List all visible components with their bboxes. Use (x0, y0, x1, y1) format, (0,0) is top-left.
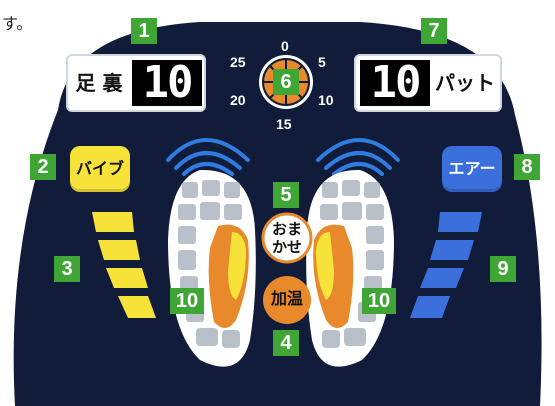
corner-caption-text: す。 (2, 14, 33, 33)
heat-button[interactable]: 加温 (263, 276, 311, 324)
heat-label: 加温 (270, 289, 303, 308)
callout-tag-8: 8 (514, 154, 540, 180)
vibration-wave-icon (166, 138, 250, 176)
dial-label-15: 15 (276, 116, 292, 132)
heat-button-shape (263, 276, 311, 324)
right-foot-icon (306, 169, 394, 367)
callout-tag-5: 5 (273, 182, 299, 208)
dial-label-0: 0 (281, 38, 289, 54)
callout-tag-10-left: 10 (170, 288, 204, 314)
pad-label: パット (435, 71, 495, 95)
callout-tag-1: 1 (131, 18, 157, 44)
callout-tag-6: 6 (273, 69, 299, 95)
vibe-button[interactable]: バイブ (70, 146, 130, 192)
callout-tag-7: 7 (421, 18, 447, 44)
pad-level-readout: 10 (360, 60, 430, 106)
omakase-label-line1: おま (271, 220, 302, 238)
omakase-label-line2: かせ (271, 238, 302, 256)
dial-label-5: 5 (318, 54, 326, 70)
callout-tag-4: 4 (273, 330, 299, 356)
right-display-panel: 10 パット (354, 54, 502, 112)
dial-label-20: 20 (230, 92, 246, 108)
callout-tag-9: 9 (490, 256, 516, 282)
omakase-button[interactable]: おま かせ (263, 214, 311, 262)
left-display-panel: 足 裏 10 (66, 54, 206, 112)
sole-level-readout: 10 (132, 60, 202, 106)
sole-label: 足 裏 (75, 71, 123, 95)
air-level-bars (410, 212, 482, 318)
dial-label-25: 25 (230, 54, 246, 70)
omakase-button-shape (261, 212, 313, 264)
vibration-wave-icon (316, 138, 400, 176)
callout-tag-3: 3 (54, 256, 80, 282)
left-foot-icon (168, 169, 256, 367)
vibe-level-bars (92, 212, 156, 318)
air-button[interactable]: エアー (442, 146, 502, 192)
dial-label-10: 10 (318, 92, 334, 108)
callout-tag-2: 2 (30, 154, 56, 180)
callout-tag-10-right: 10 (362, 288, 396, 314)
